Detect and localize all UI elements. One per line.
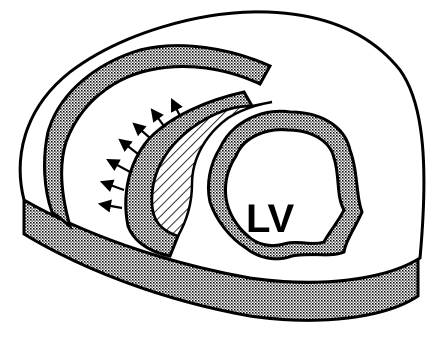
lv-label: LV <box>246 197 294 241</box>
